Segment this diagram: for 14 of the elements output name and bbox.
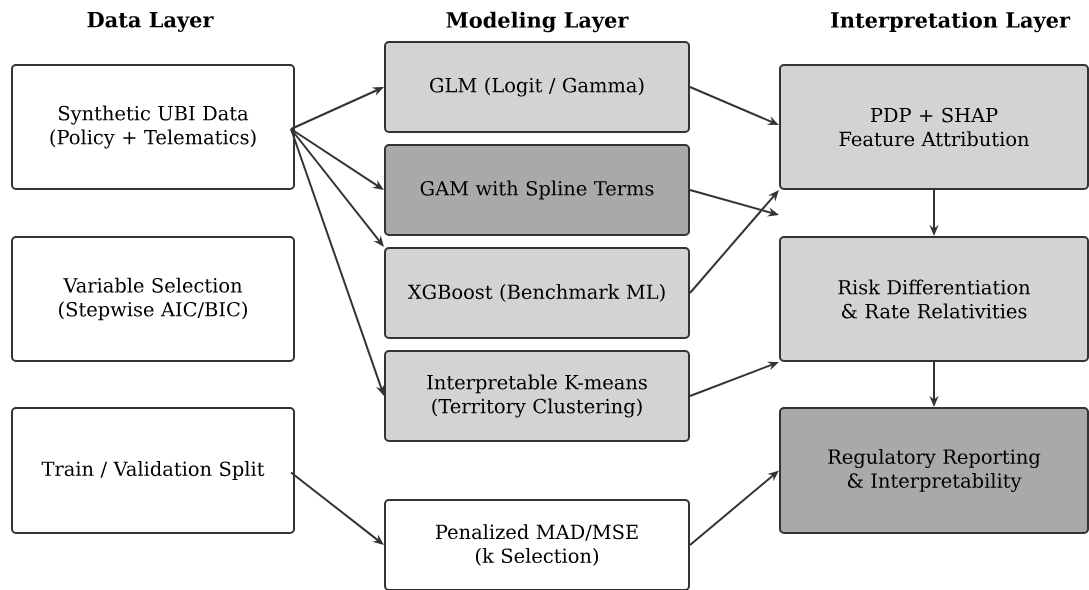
layer-heading: Data Layer [87, 12, 214, 32]
model-box: GAM with Spline Terms [384, 144, 690, 236]
data-box: Synthetic UBI Data (Policy + Telematics) [11, 64, 295, 190]
data-box: Variable Selection (Stepwise AIC/BIC) [11, 236, 295, 362]
arrow [689, 190, 779, 294]
model-box: Penalized MAD/MSE (k Selection) [384, 499, 690, 590]
output-box: Risk Differentiation & Rate Relativities [779, 236, 1089, 362]
layer-heading: Interpretation Layer [831, 11, 1071, 33]
data-box: Train / Validation Split [11, 407, 295, 534]
output-box: PDP + SHAP Feature Attribution [779, 64, 1089, 190]
model-box: XGBoost (Benchmark ML) [384, 247, 690, 339]
output-box: Regulatory Reporting & Interpretability [779, 407, 1089, 534]
model-box: Interpretable K-means (Territory Clustering) [384, 350, 690, 442]
model-box: GLM (Logit / Gamma) [384, 41, 690, 133]
